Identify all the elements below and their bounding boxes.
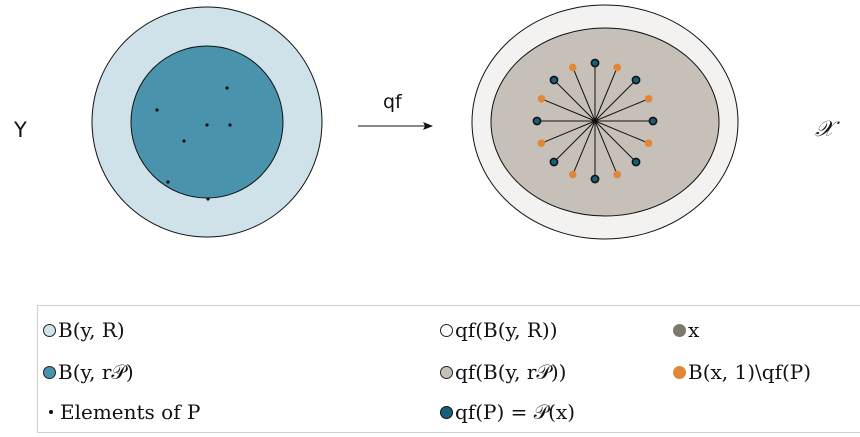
image-of-p-point	[590, 58, 600, 68]
image-of-p-point	[532, 116, 542, 126]
orange-point	[613, 170, 621, 179]
legend-item-image-p: qf(P) = 𝒫(x)	[440, 400, 575, 424]
legend-item-inner-right: qf(B(y, r𝒫))	[440, 360, 566, 384]
image-of-p-point	[549, 157, 559, 167]
spoke-line	[594, 79, 637, 122]
spoke-line	[572, 67, 596, 122]
orange-point	[644, 139, 653, 147]
element-point	[155, 108, 159, 112]
orange-point	[569, 170, 577, 179]
outer-ball-swatch-icon	[43, 323, 56, 337]
legend-item-orange: B(x, 1)\qf(P)	[673, 360, 811, 384]
legend-item-outer-right: qf(B(y, R))	[440, 318, 558, 342]
image-of-p-point	[549, 75, 559, 85]
spoke-line	[541, 98, 596, 122]
legend: B(y, R) B(y, r𝒫) Elements of P qf(B(y, R…	[37, 305, 860, 433]
spoke-line	[594, 120, 618, 175]
element-point	[182, 139, 186, 143]
spoke-line	[594, 120, 649, 144]
element-point	[225, 86, 229, 90]
element-point	[166, 180, 170, 184]
spoke-line	[553, 79, 596, 122]
inner-ball-swatch-icon	[43, 365, 56, 379]
spoke-line	[572, 120, 596, 175]
left-space-label: Y	[13, 118, 27, 142]
spoke-line	[594, 67, 618, 122]
spoke-line	[594, 98, 649, 122]
map-arrow-head	[423, 122, 433, 130]
orange-point	[537, 139, 546, 147]
orange-point	[537, 95, 546, 103]
element-point	[228, 123, 232, 127]
orange-point	[644, 95, 653, 103]
map-label: qf	[383, 91, 403, 113]
star-points	[532, 58, 658, 184]
left-inner-ball	[130, 45, 284, 199]
diagram-canvas: Y qf 𝒳	[13, 4, 840, 240]
inner-image-swatch-icon	[440, 365, 453, 379]
right-inner-ball	[490, 27, 720, 217]
image-of-p-point	[631, 157, 641, 167]
orange-point	[569, 63, 577, 72]
outer-image-swatch-icon	[440, 323, 453, 337]
center-point-swatch-icon	[673, 323, 686, 337]
orange-point-swatch-icon	[673, 365, 686, 379]
spoke-line	[541, 120, 596, 144]
element-point	[206, 197, 210, 201]
element-point	[205, 123, 209, 127]
dot-icon	[49, 410, 53, 414]
legend-item-elements: Elements of P	[43, 400, 200, 424]
image-of-p-point	[631, 75, 641, 85]
legend-item-center: x	[673, 318, 699, 342]
left-elements-of-p	[155, 86, 232, 201]
right-space-label: 𝒳	[815, 117, 840, 142]
image-of-p-point	[590, 174, 600, 184]
star-spokes	[537, 63, 653, 179]
spoke-line	[553, 120, 596, 163]
image-of-p-point	[648, 116, 658, 126]
legend-item-inner-left: B(y, r𝒫)	[43, 360, 134, 384]
teal-point-swatch-icon	[440, 405, 453, 419]
legend-item-outer-left: B(y, R)	[43, 318, 125, 342]
spoke-line	[594, 120, 637, 163]
orange-point	[613, 63, 621, 72]
